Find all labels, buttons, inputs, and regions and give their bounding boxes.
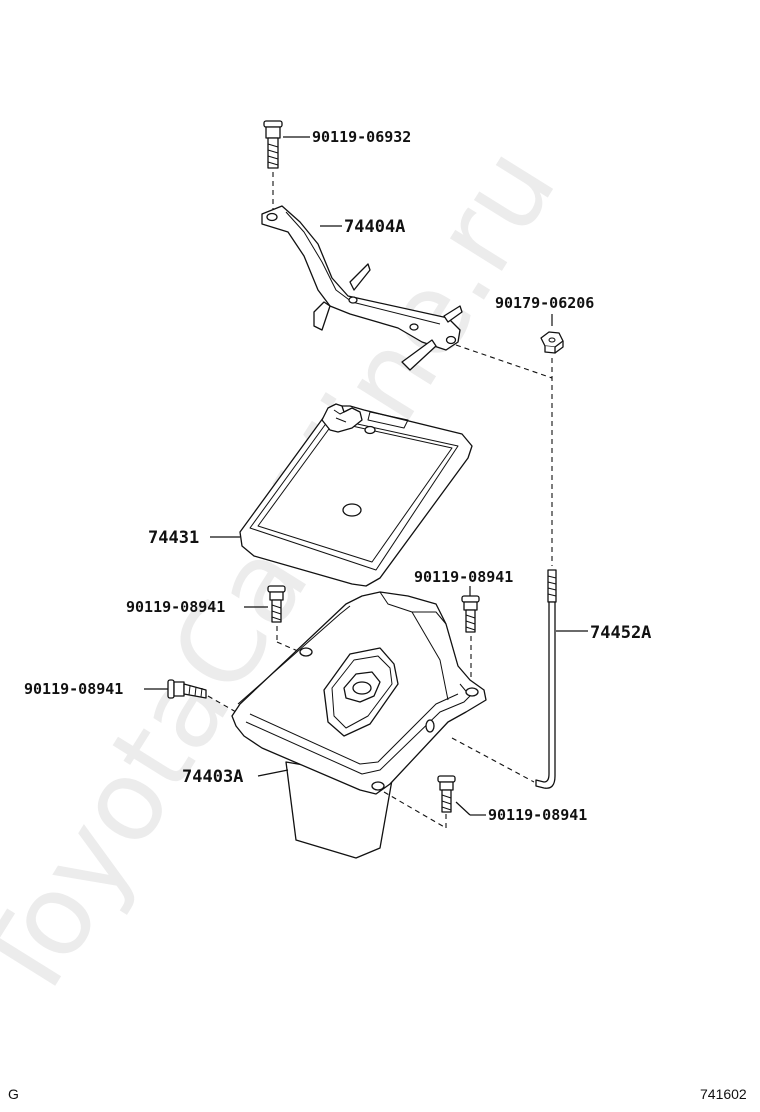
bolt-top-icon [263,120,283,169]
label-bolt-left-upper: 90119-08941 [126,598,225,616]
footer-right-code: 741602 [700,1086,747,1102]
bolt-left-upper-icon [267,585,286,623]
label-bolt-right-lower: 90119-08941 [488,806,587,824]
label-cover: 74431 [148,528,199,548]
bolt-right-upper-icon [461,595,480,633]
label-nut: 90179-06206 [495,294,594,312]
bolt-right-lower-icon [437,775,456,813]
bracket-part [261,205,463,371]
label-rod: 74452A [590,623,651,643]
tray-part [231,591,487,859]
label-bracket: 74404A [344,217,405,237]
cover-part [239,403,473,587]
label-bolt-right-upper: 90119-08941 [414,568,513,586]
label-bolt-left-lower: 90119-08941 [24,680,123,698]
label-tray: 74403A [182,767,243,787]
nut-icon [540,331,564,354]
footer-left-code: G [8,1086,19,1102]
rod-part [535,569,557,789]
label-bolt-top: 90119-06932 [312,128,411,146]
